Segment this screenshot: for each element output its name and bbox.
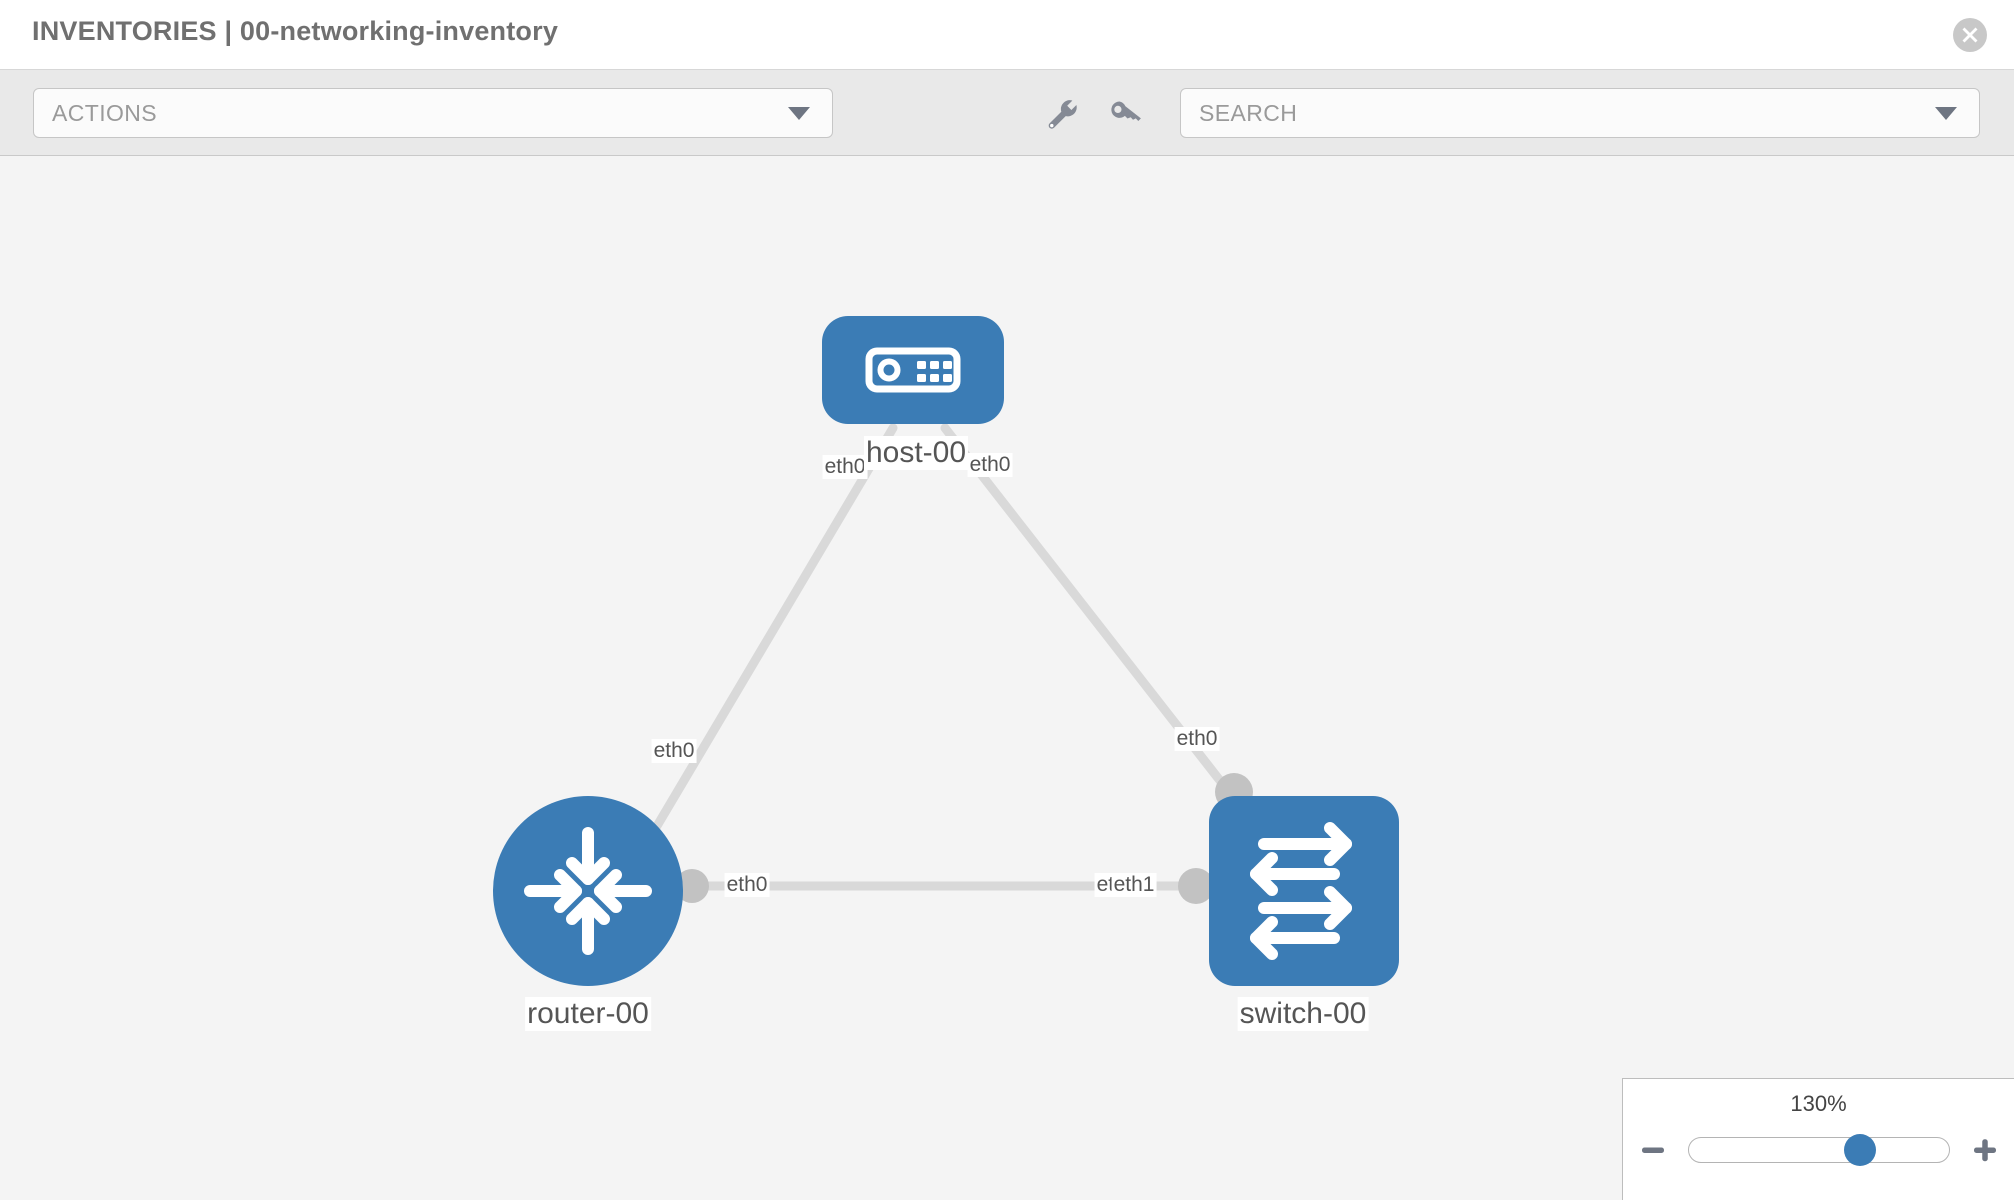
topology-port[interactable] [675, 869, 709, 903]
zoom-slider[interactable] [1687, 1134, 1950, 1166]
close-icon[interactable] [1953, 18, 1987, 52]
search-placeholder: SEARCH [1199, 99, 1298, 126]
zoom-slider-thumb[interactable] [1844, 1134, 1877, 1166]
key-icon[interactable] [1103, 92, 1145, 134]
actions-dropdown-label: ACTIONS [52, 99, 158, 126]
search-input[interactable]: SEARCH [1180, 88, 1980, 138]
port-label: eth1 [1111, 873, 1157, 897]
chevron-down-icon [788, 106, 810, 120]
topology-port[interactable] [1178, 868, 1214, 904]
topology-node-host-00[interactable] [822, 316, 1004, 424]
topology-canvas[interactable]: eth0eth0eth0eth0eth0eth0eth1host-00route… [0, 156, 2014, 1200]
chevron-down-icon [1935, 106, 1957, 120]
node-label: host-00 [863, 436, 969, 470]
actions-dropdown[interactable]: ACTIONS [33, 88, 833, 138]
plus-icon[interactable] [1968, 1133, 2002, 1167]
port-label: eth0 [651, 739, 697, 763]
port-label: eth0 [967, 453, 1013, 477]
zoom-control-panel: 130% [1622, 1078, 2014, 1200]
page-title: INVENTORIES | 00-networking-inventory [32, 16, 559, 46]
port-label: eth0 [1174, 727, 1220, 751]
port-label: eth0 [822, 455, 868, 479]
topology-edge[interactable] [652, 423, 898, 831]
node-label: router-00 [525, 997, 651, 1031]
topology-node-router-00[interactable] [493, 796, 683, 986]
page-header: INVENTORIES | 00-networking-inventory [0, 0, 2014, 70]
toolbar: ACTIONS SEARCH [0, 70, 2014, 156]
topology-node-switch-00[interactable] [1209, 796, 1399, 986]
node-label: switch-00 [1237, 997, 1369, 1031]
minus-icon[interactable] [1636, 1133, 1670, 1167]
port-label: eth0 [724, 873, 770, 897]
zoom-level-value: 130% [1790, 1091, 1847, 1116]
wrench-icon[interactable] [1040, 92, 1082, 134]
network-topology-graph[interactable] [0, 156, 2014, 1200]
